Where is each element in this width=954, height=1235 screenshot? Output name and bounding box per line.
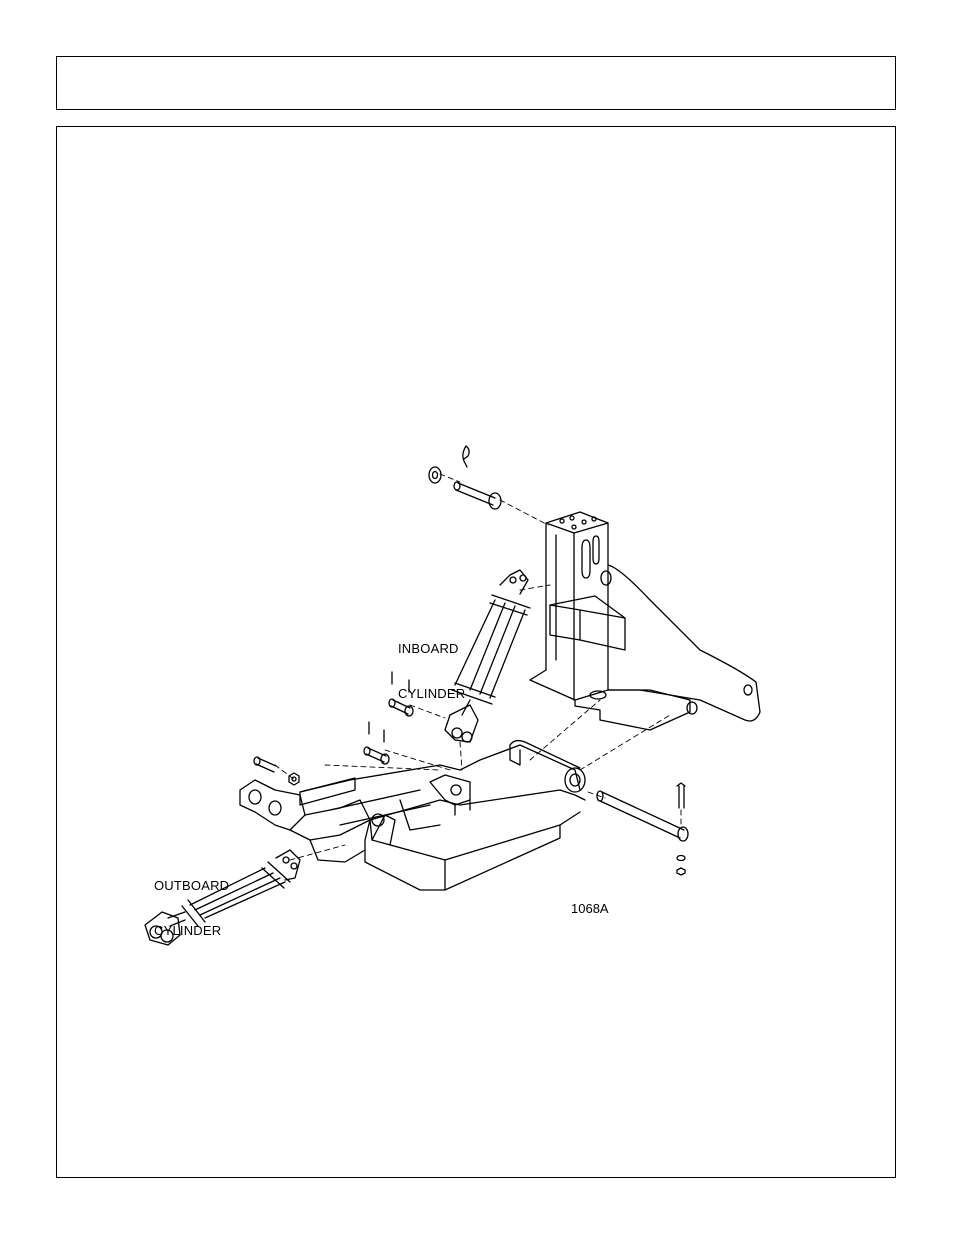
alignment-lines xyxy=(274,473,682,861)
outboard-pin-set xyxy=(363,721,390,765)
boom-arm xyxy=(239,739,586,891)
pin-top xyxy=(453,481,502,510)
outboard-cylinder-label: OUTBOARD CYLINDER xyxy=(154,848,229,953)
inboard-pin-set xyxy=(388,671,414,717)
pivot-bolt-set xyxy=(676,782,686,876)
boom-pivot-pin xyxy=(596,790,689,842)
inboard-cylinder-label: INBOARD CYLINDER xyxy=(398,611,465,716)
outboard-label-line-1: OUTBOARD xyxy=(154,878,230,893)
mast-post xyxy=(529,511,761,731)
outboard-label-line-2: CYLINDER xyxy=(154,923,222,938)
content-box xyxy=(56,126,896,1178)
inboard-label-line-1: INBOARD xyxy=(398,641,459,656)
header-box xyxy=(56,56,896,110)
outboard-cylinder xyxy=(144,849,301,946)
figure-id: 1068A xyxy=(571,901,609,916)
inboard-label-line-2: CYLINDER xyxy=(398,686,466,701)
washer-top xyxy=(428,466,442,484)
cotter-pin-top xyxy=(462,445,470,468)
inboard-cylinder xyxy=(444,569,531,743)
bolt-and-nut xyxy=(253,756,300,786)
